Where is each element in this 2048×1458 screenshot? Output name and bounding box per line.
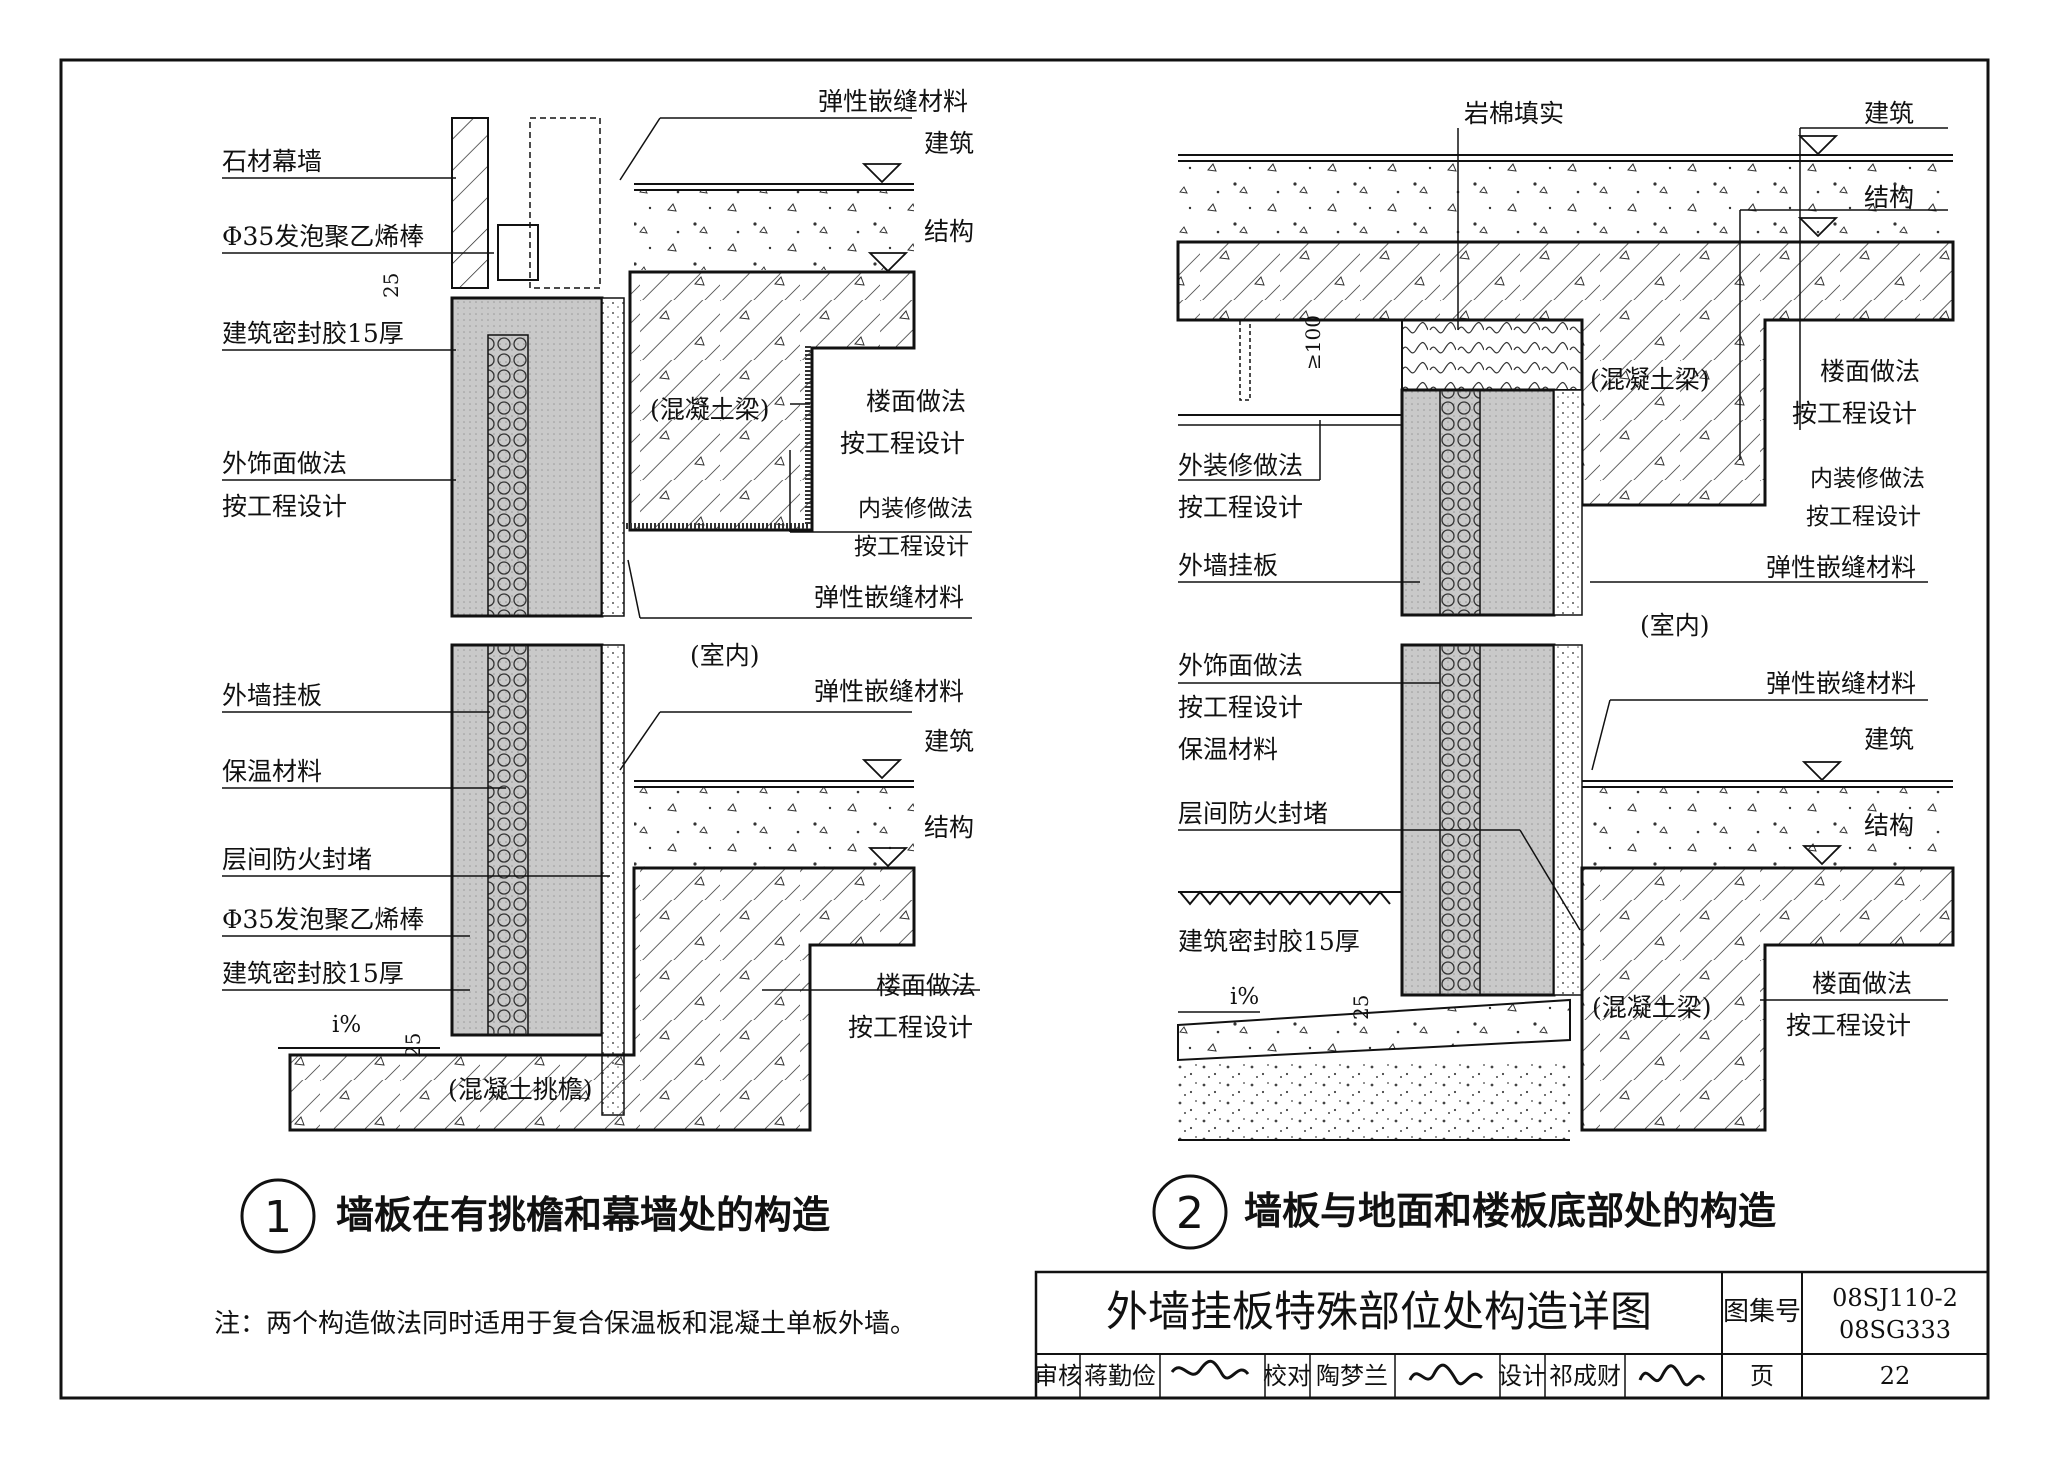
check-label: 校对	[1263, 1362, 1311, 1390]
caption-number-1: 1	[264, 1192, 292, 1243]
check-signature	[1408, 1363, 1484, 1386]
caption-circle-1	[240, 1178, 316, 1254]
label-slope: i%	[332, 1012, 361, 1038]
label-arch-bottom-2: 建筑	[1864, 725, 1914, 754]
label-foam-rod-bottom: Φ35发泡聚乙烯棒	[222, 905, 424, 934]
label-floor-finish-2a: 楼面做法	[1820, 357, 1920, 386]
label-interior-finish-2b: 按工程设计	[1806, 504, 1921, 530]
label-rock-wool: 岩棉填实	[1464, 99, 1564, 128]
label-indoor: (室内)	[690, 641, 760, 670]
sheet-border	[59, 58, 1990, 1400]
review-signature	[1170, 1359, 1250, 1380]
label-indoor-2: (室内)	[1640, 611, 1710, 640]
review-name: 蒋勤俭	[1084, 1362, 1156, 1390]
label-canopy: (混凝土挑檐)	[448, 1075, 593, 1104]
label-floor-finish-2c: 楼面做法	[1812, 969, 1912, 998]
label-arch-top-2: 建筑	[1864, 99, 1914, 128]
dim-25-bottom: 25	[401, 1033, 425, 1058]
label-elastic-joint-2b: 弹性嵌缝材料	[1766, 669, 1916, 698]
label-fire-stop: 层间防火封堵	[222, 845, 372, 874]
label-stone-curtain-wall: 石材幕墙	[222, 147, 322, 176]
label-fire-stop-2: 层间防火封堵	[1178, 799, 1328, 828]
label-insulation: 保温材料	[222, 757, 322, 786]
detail-2: 岩棉填实 建筑 结构 ≥100 (混凝土梁) 楼面做法 按工程设计 内装修做法 …	[1152, 99, 1955, 1250]
design-label: 设计	[1498, 1362, 1546, 1390]
label-sealant-bottom: 建筑密封胶15厚	[222, 959, 404, 988]
page-number: 22	[1880, 1362, 1911, 1390]
label-concrete-beam-top: (混凝土梁)	[1590, 365, 1710, 394]
label-sealant-top: 建筑密封胶15厚	[222, 319, 404, 348]
label-concrete-beam: (混凝土梁)	[650, 395, 770, 424]
title-block	[1034, 1270, 1990, 1400]
dim-25-2: 25	[1349, 995, 1373, 1020]
note-text: 注：两个构造做法同时适用于复合保温板和混凝土单板外墙。	[214, 1309, 916, 1339]
label-exterior-finish-2a: 外饰面做法	[1178, 651, 1303, 680]
caption-number-2: 2	[1176, 1188, 1204, 1239]
drawing-title: 外墙挂板特殊部位处构造详图	[1106, 1287, 1652, 1336]
label-floor-finish-2d: 按工程设计	[1786, 1011, 1911, 1040]
label-exterior-finish-2: 按工程设计	[222, 492, 347, 521]
label-elastic-joint-3: 弹性嵌缝材料	[814, 677, 964, 706]
label-struct-bottom-2: 结构	[1864, 811, 1914, 840]
label-floor-finish-b2: 按工程设计	[848, 1013, 973, 1042]
check-name: 陶梦兰	[1316, 1362, 1388, 1390]
label-floor-finish-2: 按工程设计	[840, 429, 965, 458]
label-floor-finish-2b: 按工程设计	[1792, 399, 1917, 428]
label-exterior-finish-2b: 按工程设计	[1178, 693, 1303, 722]
label-interior-finish-2a: 内装修做法	[1810, 466, 1925, 492]
label-struct-top: 结构	[924, 217, 974, 246]
caption-1: 墙板在有挑檐和幕墙处的构造	[336, 1193, 830, 1237]
label-elastic-joint-2: 弹性嵌缝材料	[814, 583, 964, 612]
label-insulation-2: 保温材料	[1178, 735, 1278, 764]
label-exterior-deco-2: 按工程设计	[1178, 493, 1303, 522]
label-floor-finish: 楼面做法	[866, 387, 966, 416]
label-struct-top-2: 结构	[1864, 183, 1914, 212]
label-exterior-finish: 外饰面做法	[222, 449, 347, 478]
design-signature	[1638, 1364, 1706, 1387]
detail-1: 石材幕墙 Φ35发泡聚乙烯棒 建筑密封胶15厚 外饰面做法 按工程设计 外墙挂板…	[222, 87, 980, 1254]
atlas-number-2: 08SG333	[1839, 1316, 1951, 1344]
design-name: 祁成财	[1549, 1362, 1621, 1390]
label-slope-2: i%	[1230, 984, 1259, 1010]
label-floor-finish-b: 楼面做法	[876, 971, 976, 1000]
label-elastic-joint-2a: 弹性嵌缝材料	[1766, 553, 1916, 582]
label-arch-bottom: 建筑	[924, 727, 974, 756]
label-struct-bottom: 结构	[924, 813, 974, 842]
atlas-number-1: 08SJ110-2	[1832, 1284, 1958, 1312]
label-exterior-deco: 外装修做法	[1178, 451, 1303, 480]
atlas-label: 图集号	[1723, 1297, 1801, 1327]
dim-25-top: 25	[379, 273, 403, 298]
label-wall-panel-2: 外墙挂板	[1178, 551, 1278, 580]
label-sealant-2: 建筑密封胶15厚	[1178, 927, 1360, 956]
dim-100: ≥100	[1301, 315, 1325, 370]
label-interior-finish: 内装修做法	[858, 496, 973, 522]
rock-wool-block	[1401, 319, 1583, 391]
review-label: 审核	[1034, 1362, 1082, 1390]
label-wall-panel: 外墙挂板	[222, 681, 322, 710]
caption-2: 墙板与地面和楼板底部处的构造	[1244, 1189, 1776, 1233]
label-foam-rod-top: Φ35发泡聚乙烯棒	[222, 222, 424, 251]
caption-circle-2	[1152, 1174, 1228, 1250]
label-interior-finish-2: 按工程设计	[854, 534, 969, 560]
page-label: 页	[1750, 1362, 1774, 1390]
label-arch-top: 建筑	[924, 129, 974, 158]
label-elastic-joint-1: 弹性嵌缝材料	[818, 87, 968, 116]
label-concrete-beam-bottom: (混凝土梁)	[1592, 993, 1712, 1022]
